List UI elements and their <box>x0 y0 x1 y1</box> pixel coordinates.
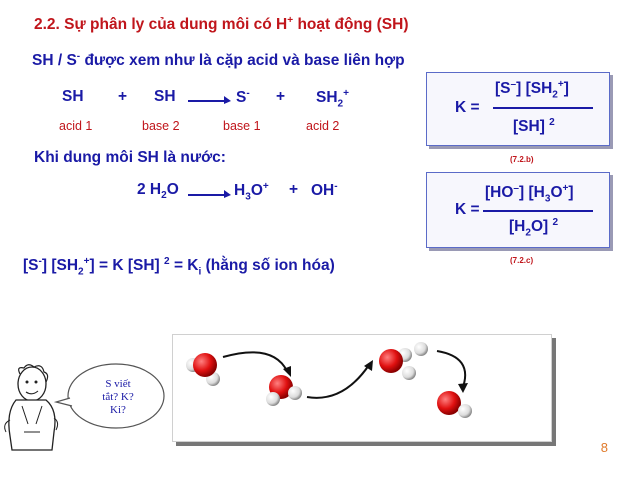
conjugate-pair-statement: SH / S- được xem như là cặp acid và base… <box>32 51 405 70</box>
eq1-plus-2: + <box>276 88 286 105</box>
eq1-sh-2: SH <box>154 88 176 105</box>
label-acid-1: acid 1 <box>59 119 93 133</box>
page-number: 8 <box>600 440 608 455</box>
equilibrium-constant-box-1: K = [S–] [SH2+] [SH] 2 <box>426 72 610 146</box>
reaction-arrow-icon <box>188 190 231 198</box>
k1-denominator: [SH] 2 <box>513 117 555 136</box>
k2-denominator: [H2O] 2 <box>509 217 559 239</box>
equilibrium-constant-box-2: K = [HO–] [H3O+] [H2O] 2 <box>426 172 610 248</box>
eq2-hydroxide: OH- <box>311 181 338 200</box>
eq2-plus: + <box>289 181 299 198</box>
label-base-1: base 1 <box>223 119 261 133</box>
thinking-man-cartoon-icon <box>4 364 59 451</box>
water-solvent-heading: Khi dung môi SH là nước: <box>34 149 226 166</box>
eq1-sh2-plus: SH2+ <box>316 88 350 110</box>
eq2-hydronium: H3O+ <box>234 181 269 203</box>
label-acid-2: acid 2 <box>306 119 340 133</box>
slide-title: 2.2. Sự phân ly của dung môi có H+ hoạt … <box>34 15 409 34</box>
fraction-bar-1 <box>493 107 593 109</box>
eq1-s-minus: S- <box>236 88 250 107</box>
label-base-2: base 2 <box>142 119 180 133</box>
ion-product-equation: [S-] [SH2+] = K [SH] 2 = Ki (hằng số ion… <box>23 256 335 278</box>
k-label-2: K = <box>455 201 480 218</box>
speech-bubble-shape <box>54 363 165 429</box>
eq2-water: 2 H2O <box>137 181 179 202</box>
fraction-bar-2 <box>483 210 593 212</box>
water-molecules-proton-transfer-icon <box>186 342 472 418</box>
k2-numerator: [HO–] [H3O+] <box>485 183 574 205</box>
water-molecule-illustration <box>172 334 552 442</box>
reaction-arrow-icon <box>188 96 231 104</box>
eq1-plus-1: + <box>118 88 128 105</box>
k1-numerator: [S–] [SH2+] <box>495 79 569 101</box>
equation-ref-7-2-b: (7.2.b) <box>510 155 534 164</box>
eq1-sh-1: SH <box>62 88 84 105</box>
speech-bubble-text: S viết tắt? K? Ki? <box>102 378 134 416</box>
k-label-1: K = <box>455 99 480 116</box>
equation-ref-7-2-c: (7.2.c) <box>510 256 534 265</box>
